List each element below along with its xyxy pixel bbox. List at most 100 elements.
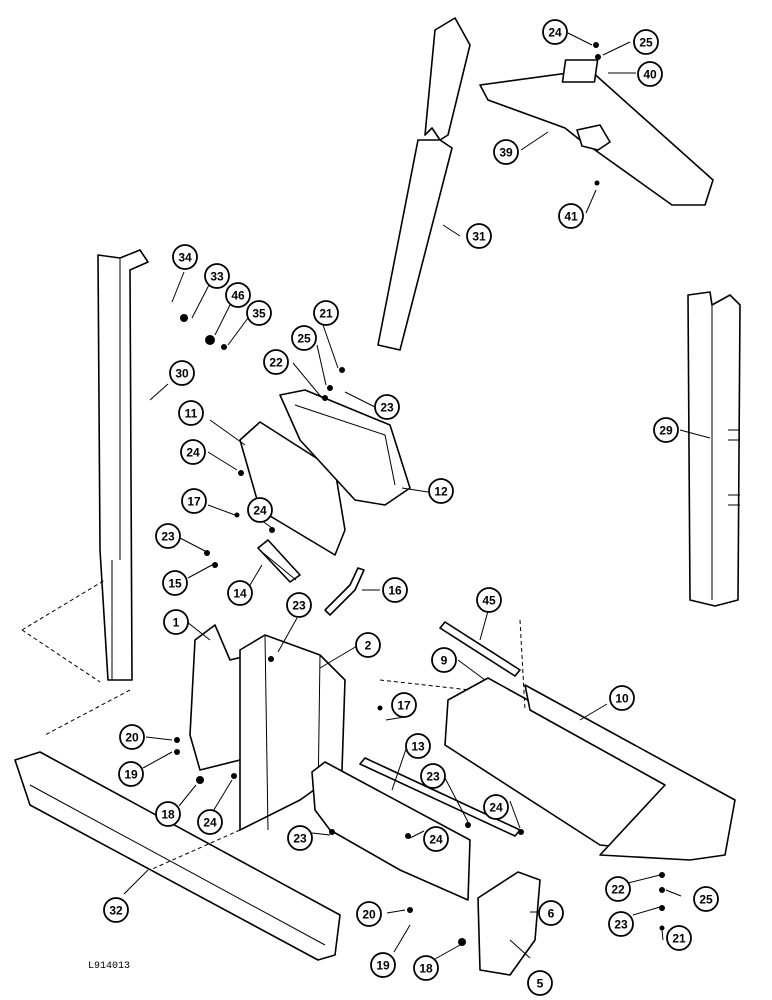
callout-19: 19 xyxy=(370,952,396,978)
callout-number: 20 xyxy=(362,908,376,922)
callout-24: 24 xyxy=(197,809,223,835)
callout-circle xyxy=(370,952,396,978)
callout-number: 23 xyxy=(161,530,175,544)
callout-number: 23 xyxy=(426,770,440,784)
callout-18: 18 xyxy=(155,801,181,827)
callout-number: 24 xyxy=(489,801,503,815)
callout-46: 46 xyxy=(225,282,251,308)
callout-14: 14 xyxy=(227,580,253,606)
callout-number: 40 xyxy=(643,68,657,82)
callout-circle xyxy=(225,282,251,308)
callout-circle xyxy=(356,901,382,927)
callout-number: 12 xyxy=(434,485,448,499)
callout-23: 23 xyxy=(155,523,181,549)
callout-number: 19 xyxy=(124,768,138,782)
callout-number: 18 xyxy=(419,962,433,976)
callout-24: 24 xyxy=(542,19,568,45)
callout-number: 25 xyxy=(297,332,311,346)
callout-number: 10 xyxy=(615,692,629,706)
callout-9: 9 xyxy=(431,647,457,673)
callout-22: 22 xyxy=(605,876,631,902)
callout-circle xyxy=(181,488,207,514)
part-29-post xyxy=(687,291,741,607)
callout-number: 24 xyxy=(203,816,217,830)
callout-circle xyxy=(247,497,273,523)
callout-number: 22 xyxy=(269,356,283,370)
callout-circle xyxy=(286,592,312,618)
callout-number: 23 xyxy=(614,918,628,932)
callout-circle xyxy=(542,19,568,45)
callout-number: 9 xyxy=(441,654,448,668)
callout-circle xyxy=(666,925,692,951)
callout-17: 17 xyxy=(181,488,207,514)
callout-circle xyxy=(428,478,454,504)
callout-circle xyxy=(413,955,439,981)
callout-1: 1 xyxy=(163,609,189,635)
drawing-id: L914013 xyxy=(88,961,131,972)
leader-lines xyxy=(21,32,711,960)
callout-32: 32 xyxy=(103,897,129,923)
callout-number: 22 xyxy=(611,883,625,897)
callout-22: 22 xyxy=(263,349,289,375)
callout-20: 20 xyxy=(119,724,145,750)
part-39-plate xyxy=(479,59,714,206)
callout-number: 21 xyxy=(672,932,686,946)
callout-circle xyxy=(119,724,145,750)
callout-circle xyxy=(693,886,719,912)
callout-number: 41 xyxy=(564,210,578,224)
callout-number: 18 xyxy=(161,808,175,822)
part-45-strip xyxy=(439,621,521,677)
callout-number: 23 xyxy=(293,832,307,846)
callout-number: 17 xyxy=(187,495,201,509)
callout-circle xyxy=(263,349,289,375)
callout-circle xyxy=(405,733,431,759)
callout-circle xyxy=(118,761,144,787)
callout-circle xyxy=(423,826,449,852)
callout-circle xyxy=(103,897,129,923)
callout-40: 40 xyxy=(637,61,663,87)
callout-21: 21 xyxy=(313,300,339,326)
callout-circle xyxy=(466,223,492,249)
part-5-bracket xyxy=(311,761,471,901)
callout-6: 6 xyxy=(538,900,564,926)
callout-35: 35 xyxy=(246,300,272,326)
callout-number: 5 xyxy=(537,977,544,991)
callout-circle xyxy=(527,970,553,996)
callout-17: 17 xyxy=(391,692,417,718)
callout-circle xyxy=(291,325,317,351)
callout-circle xyxy=(355,632,381,658)
callout-circle xyxy=(313,300,339,326)
callout-15: 15 xyxy=(162,570,188,596)
callout-25: 25 xyxy=(291,325,317,351)
callout-21: 21 xyxy=(666,925,692,951)
hardware xyxy=(174,42,665,946)
part-16-rod xyxy=(324,567,365,616)
callout-number: 35 xyxy=(252,307,266,321)
callout-13: 13 xyxy=(405,733,431,759)
callout-circle xyxy=(178,400,204,426)
part-12-panel xyxy=(279,389,411,506)
callout-circle xyxy=(609,685,635,711)
callout-number: 2 xyxy=(365,639,372,653)
callout-circle xyxy=(633,29,659,55)
callout-circle xyxy=(163,609,189,635)
callout-number: 34 xyxy=(178,251,192,265)
callout-circle xyxy=(476,587,502,613)
callout-24: 24 xyxy=(247,497,273,523)
callout-number: 25 xyxy=(639,36,653,50)
callout-number: 1 xyxy=(173,616,180,630)
callout-circle xyxy=(558,203,584,229)
callout-number: 20 xyxy=(125,731,139,745)
callout-number: 6 xyxy=(548,907,555,921)
callout-number: 15 xyxy=(168,577,182,591)
callout-number: 17 xyxy=(397,699,411,713)
callout-number: 19 xyxy=(376,959,390,973)
callout-circle xyxy=(653,417,679,443)
callout-number: 39 xyxy=(499,146,513,160)
callout-circle xyxy=(227,580,253,606)
callout-circle xyxy=(204,263,230,289)
callout-circle xyxy=(608,911,634,937)
callout-24: 24 xyxy=(423,826,449,852)
callout-number: 32 xyxy=(109,904,123,918)
callout-number: 24 xyxy=(429,833,443,847)
